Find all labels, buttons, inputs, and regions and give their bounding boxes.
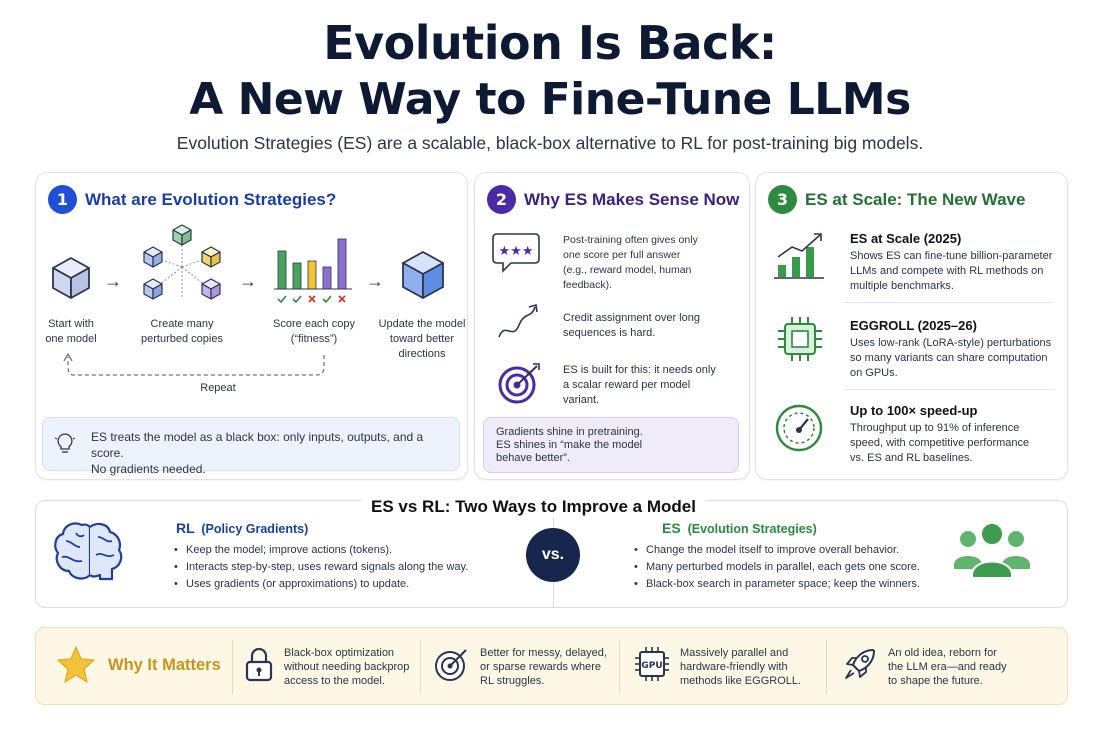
svg-text:★★★: ★★★ [499,244,534,259]
callout-line-1: Gradients shine in pretraining. [496,426,643,438]
panel-es-at-scale: 3 ES at Scale: The New Wave ES at Scale … [755,172,1068,480]
divider [844,389,1054,390]
callout-line-1: ES treats the model as a black box: only… [91,430,424,460]
panel-2-number-badge: 2 [487,185,516,214]
perturbed-copies-cluster-icon [143,224,221,300]
list-item: Many perturbed models in parallel, each … [632,559,942,576]
divider [232,640,233,694]
subtitle: Evolution Strategies (ES) are a scalable… [176,133,924,153]
panel-why-es-now: 2 Why ES Makes Sense Now ★★★ Post-traini… [474,172,750,480]
chip-icon [778,317,822,361]
speedometer-icon [775,404,823,452]
gradients-callout: Gradients shine in pretraining. ES shine… [483,417,739,473]
lightbulb-icon [55,433,75,453]
people-group-icon [954,522,1030,579]
arrow-icon: → [366,271,384,291]
list-item: Black-box search in parameter space; kee… [632,576,942,593]
lock-icon [245,647,273,682]
es-heading: ES (Evolution Strategies) [662,520,817,536]
vs-badge: vs. [526,528,580,582]
list-item: Keep the model; improve actions (tokens)… [172,542,542,559]
rl-bullet-list: Keep the model; improve actions (tokens)… [172,542,542,593]
divider [420,640,421,694]
why-label: Why It Matters [108,656,221,674]
callout-line-2: ES shines in “make the model [496,439,643,451]
main-title-line-2: A New Way to Fine-Tune LLMs [189,74,911,125]
es-name: ES [662,520,681,536]
rocket-icon [845,649,875,679]
list-item: Change the model itself to improve overa… [632,542,942,559]
panel-2-title: Why ES Makes Sense Now [524,189,740,209]
fitness-bar-chart-icon [274,238,352,304]
es-qualifier: (Evolution Strategies) [687,522,817,536]
why-item-2: Better for messy, delayed,or sparse rewa… [434,646,607,688]
arrow-icon: → [239,271,257,291]
panel-3-header: 3 ES at Scale: The New Wave [768,185,1025,214]
star-icon [57,646,95,683]
repeat-label: Repeat [200,382,236,394]
scale-item-1: ES at Scale (2025) Shows ES can fine-tun… [850,231,1053,292]
panel-3-title: ES at Scale: The New Wave [805,189,1026,209]
rl-qualifier: (Policy Gradients) [201,522,309,536]
panel-1-number-badge: 1 [48,185,77,214]
target-icon [498,363,540,404]
panel-1-header: 1 What are Evolution Strategies? [48,185,336,214]
panel-1-title: What are Evolution Strategies? [85,189,337,209]
divider [619,640,620,694]
scale-item-2: EGGROLL (2025–26) Uses low-rank (LoRA-st… [850,318,1052,379]
gpu-chip-icon: GPU [635,647,669,681]
divider [826,640,827,694]
divider [844,302,1054,303]
panel-what-are-es: 1 What are Evolution Strategies? → → [35,172,468,480]
callout-line-2: No gradients needed. [91,462,206,476]
scale-item-3: Up to 100× speed-up Throughput up to 91%… [850,403,1030,464]
comparison-title: ES vs RL: Two Ways to Improve a Model [361,497,706,517]
rl-heading: RL (Policy Gradients) [176,520,308,536]
svg-text:GPU: GPU [641,661,662,671]
panel-2-header: 2 Why ES Makes Sense Now [487,185,739,214]
arrow-icon: → [104,271,122,291]
rl-name: RL [176,520,195,536]
updated-model-cube-icon [402,251,444,299]
step-3-label: Score each copy(“fitness”) [273,318,355,345]
list-item: Interacts step-by-step, uses reward sign… [172,559,542,576]
winding-arrow-icon [498,303,538,338]
single-model-cube-icon [52,257,90,299]
growth-chart-icon [774,233,824,279]
target-icon [435,649,467,681]
repeat-loop-arrow [63,352,325,376]
speech-bubble-stars-icon: ★★★ [492,233,540,273]
brain-icon [54,522,123,581]
panel-3-number-badge: 3 [768,185,797,214]
black-box-callout: ES treats the model as a black box: only… [42,417,460,476]
list-item: Uses gradients (or approximations) to up… [172,576,542,593]
callout-line-3: behave better”. [496,452,570,464]
main-title-line-1: Evolution Is Back: [323,16,777,70]
es-bullet-list: Change the model itself to improve overa… [632,542,942,593]
